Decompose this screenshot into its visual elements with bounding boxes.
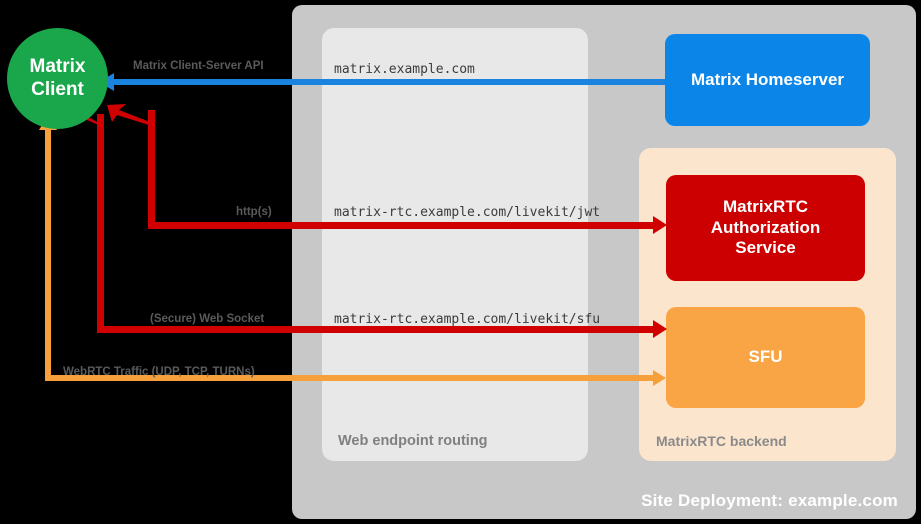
matrix-homeserver-label: Matrix Homeserver xyxy=(690,69,845,89)
connector-jwt-arrowhead-service xyxy=(653,216,667,234)
node-matrix-homeserver[interactable]: Matrix Homeserver xyxy=(665,34,870,126)
connector-webrtc-horizontal xyxy=(45,375,655,381)
node-matrix-client[interactable]: Matrix Client xyxy=(7,28,108,129)
connector-jwt-arrowhead-client xyxy=(99,104,155,126)
connector-webrtc-vertical xyxy=(45,128,51,375)
label-matrix-client-server-api: Matrix Client-Server API xyxy=(133,60,264,72)
matrix-client-line2: Client xyxy=(31,78,84,100)
node-matrixrtc-authorization-service[interactable]: MatrixRTC Authorization Service xyxy=(666,175,865,281)
auth-service-line2: Authorization xyxy=(710,217,821,237)
sfu-label: SFU xyxy=(748,347,783,367)
connector-websocket-arrowhead-sfu xyxy=(653,320,667,338)
auth-service-line3: Service xyxy=(735,238,796,258)
connector-client-server-api-line xyxy=(112,79,665,85)
connector-webrtc-arrowhead-sfu xyxy=(653,370,666,386)
connector-jwt-horizontal xyxy=(148,222,653,229)
connector-websocket-horizontal xyxy=(97,326,653,333)
auth-service-line1: MatrixRTC xyxy=(722,197,808,217)
endpoint-matrix-example-com: matrix.example.com xyxy=(334,62,475,77)
web-endpoint-routing-container: Web endpoint routing xyxy=(322,28,588,461)
label-http-s: http(s) xyxy=(236,206,272,218)
matrix-client-line1: Matrix xyxy=(29,56,86,78)
connector-websocket-vertical xyxy=(97,114,104,326)
endpoint-livekit-jwt: matrix-rtc.example.com/livekit/jwt xyxy=(334,205,601,220)
connector-jwt-vertical xyxy=(148,110,155,222)
web-endpoint-routing-label: Web endpoint routing xyxy=(338,433,488,449)
label-webrtc-traffic: WebRTC Traffic (UDP, TCP, TURNs) xyxy=(63,366,255,378)
node-sfu[interactable]: SFU xyxy=(666,307,865,408)
label-secure-websocket: (Secure) Web Socket xyxy=(150,313,265,325)
site-deployment-label: Site Deployment: example.com xyxy=(641,491,898,510)
matrixrtc-backend-label: MatrixRTC backend xyxy=(656,433,787,449)
endpoint-livekit-sfu: matrix-rtc.example.com/livekit/sfu xyxy=(334,312,601,327)
